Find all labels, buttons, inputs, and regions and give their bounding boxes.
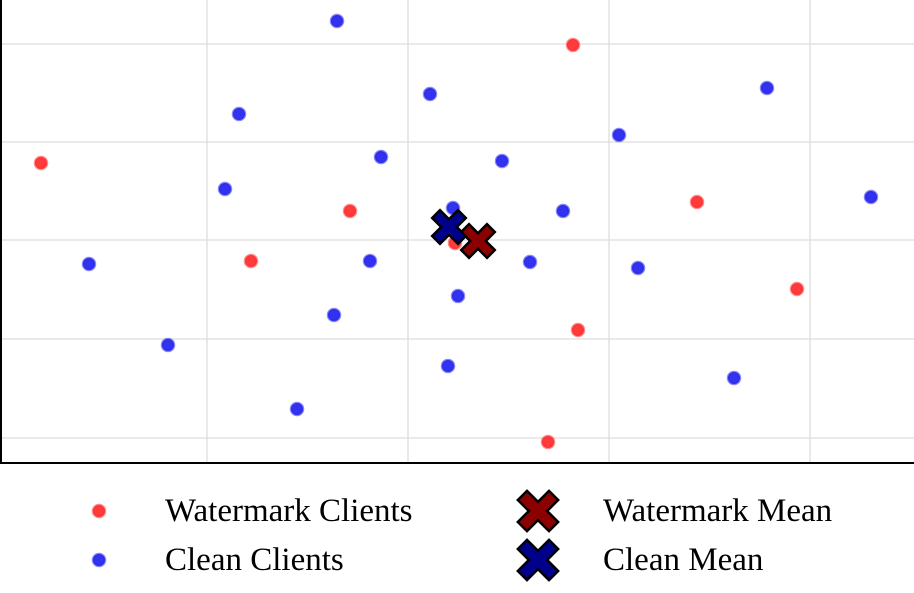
data-points: [33, 13, 879, 450]
watermark-client-point: [689, 194, 705, 210]
legend-x-icon: [516, 489, 560, 533]
clean-client-point: [555, 203, 571, 219]
watermark-client-point: [342, 203, 358, 219]
clean-client-point: [440, 358, 456, 374]
clean-client-point: [81, 256, 97, 272]
clean-client-point: [289, 401, 305, 417]
clean-client-point: [863, 189, 879, 205]
legend-label: Clean Clients: [165, 542, 344, 578]
watermark-client-point: [540, 434, 556, 450]
clean-client-point: [522, 254, 538, 270]
legend-label: Watermark Clients: [165, 493, 413, 529]
clean-mean-marker: [430, 208, 468, 246]
legend-item: Watermark Clients: [91, 493, 413, 529]
watermark-client-point: [570, 322, 586, 338]
legend-item: Clean Clients: [91, 542, 344, 578]
clean-client-point: [494, 153, 510, 169]
legend-label: Clean Mean: [603, 542, 763, 578]
legend-dot-icon: [91, 552, 107, 568]
clean-client-point: [362, 253, 378, 269]
clean-client-point: [373, 149, 389, 165]
clean-client-point: [450, 288, 466, 304]
legend-label: Watermark Mean: [603, 493, 832, 529]
legend-x-icon: [516, 538, 560, 582]
clean-client-point: [160, 337, 176, 353]
clean-client-point: [231, 106, 247, 122]
clean-client-point: [326, 307, 342, 323]
legend-item: Watermark Mean: [516, 489, 832, 533]
watermark-client-point: [789, 281, 805, 297]
clean-client-point: [759, 80, 775, 96]
watermark-client-point: [243, 253, 259, 269]
watermark-client-point: [565, 37, 581, 53]
watermark-mean-marker: [459, 222, 497, 260]
legend-dot-icon: [91, 503, 107, 519]
clean-client-point: [329, 13, 345, 29]
clean-client-point: [630, 260, 646, 276]
clean-client-point: [217, 181, 233, 197]
plot-axes: [0, 0, 914, 464]
legend-item: Clean Mean: [516, 538, 763, 582]
clean-client-point: [726, 370, 742, 386]
clean-client-point: [422, 86, 438, 102]
watermark-client-point: [33, 155, 49, 171]
clean-client-point: [611, 127, 627, 143]
